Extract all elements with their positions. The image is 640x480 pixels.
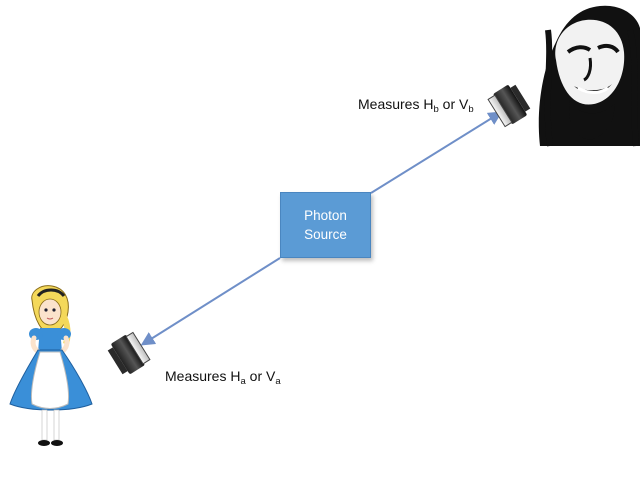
arrow-to-detector-b <box>370 111 503 194</box>
arrow-to-detector-a <box>140 257 281 346</box>
detector-b-prefix: Measures <box>358 96 424 112</box>
detector-a-v: V <box>266 368 276 384</box>
photon-source-label-line1: Photon <box>304 208 347 223</box>
detector-a-h-sub: a <box>240 376 246 387</box>
detector-b-h: H <box>423 96 434 112</box>
detector-a-label: Measures Ha or Va <box>165 368 281 387</box>
detector-b-or: or <box>438 96 460 112</box>
bob-portrait-image <box>531 0 640 147</box>
detector-a-v-sub: a <box>275 376 281 387</box>
detector-b-label: Measures Hb or Vb <box>358 96 474 115</box>
detector-b-h-sub: b <box>433 104 439 115</box>
detector-a-prefix: Measures <box>165 368 231 384</box>
detector-b-icon <box>487 84 531 128</box>
alice-figure-image <box>9 285 93 446</box>
photon-source-label-line2: Source <box>304 227 347 242</box>
photon-source-box: Photon Source <box>280 192 371 258</box>
detector-a-or: or <box>245 368 267 384</box>
detector-b-v: V <box>459 96 469 112</box>
detector-a-icon <box>107 331 151 375</box>
detector-a-h: H <box>230 368 241 384</box>
detector-b-v-sub: b <box>468 104 474 115</box>
